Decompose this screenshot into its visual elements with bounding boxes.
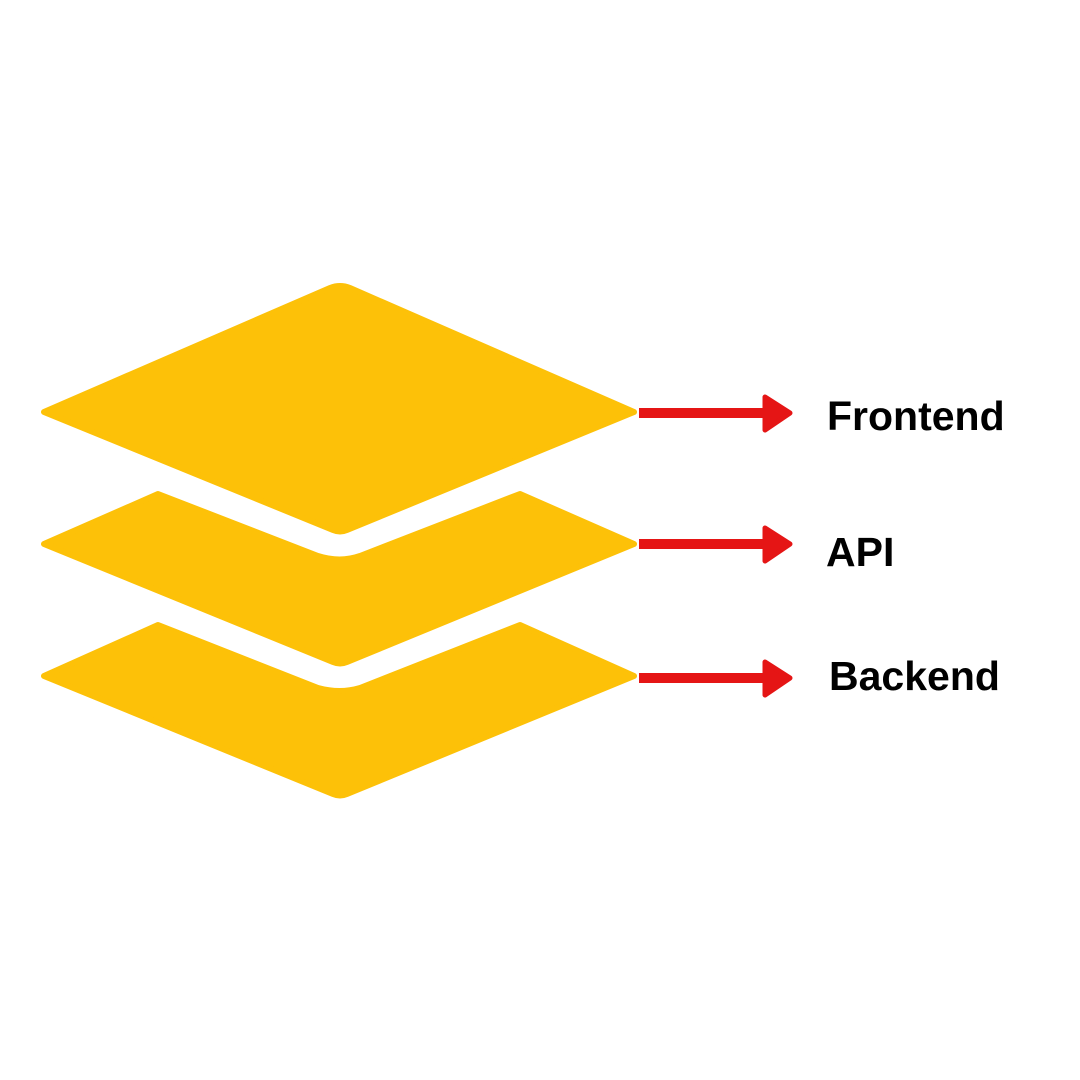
layer-api-shape [41, 491, 637, 667]
arrow-api [639, 525, 793, 564]
layer-backend-shape [41, 622, 637, 799]
arrow-frontend [639, 394, 793, 433]
label-api: API [826, 529, 895, 575]
arrow-backend [639, 659, 793, 698]
label-backend: Backend [829, 653, 1000, 699]
layer-frontend-shape [41, 283, 637, 535]
label-frontend: Frontend [827, 393, 1005, 439]
